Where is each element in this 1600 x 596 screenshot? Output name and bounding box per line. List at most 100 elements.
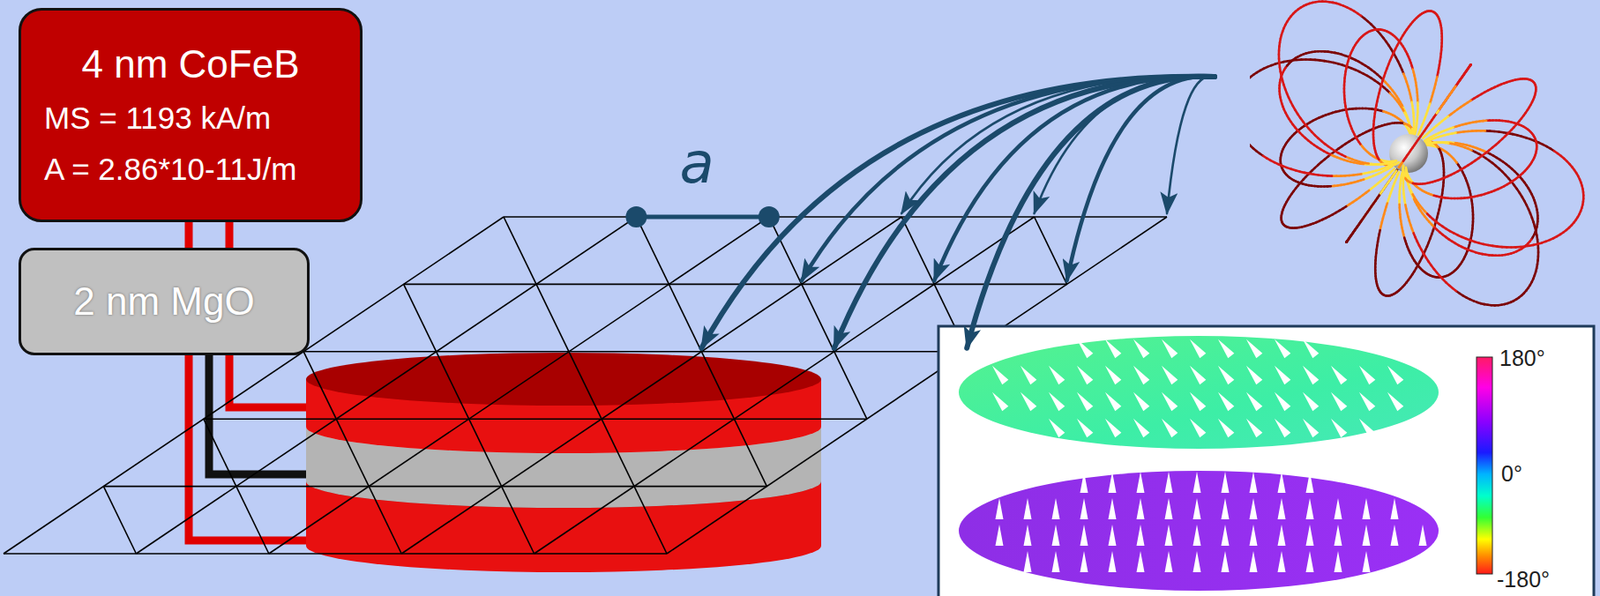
lattice-line [901, 216, 935, 285]
spin-arrow [1274, 418, 1291, 439]
lattice-line [1034, 216, 1068, 285]
spin-arrow [1362, 524, 1371, 546]
bond-line [635, 215, 769, 220]
material-parameter: MS = 1193 kA/m [44, 92, 271, 144]
field-line [1263, 156, 1267, 159]
spin-arrow [1080, 471, 1089, 494]
spin-arrow [1105, 418, 1122, 439]
lattice-line [3, 216, 504, 554]
field-line [1402, 121, 1405, 124]
spin-arrow [1136, 498, 1145, 520]
spin-arrow [1221, 551, 1230, 573]
field-line [1418, 132, 1420, 135]
material-name: 4 nm CoFeB [82, 36, 300, 93]
spin-arrow [1108, 498, 1117, 520]
spin-arrow [1133, 392, 1150, 412]
spin-arrow [1105, 366, 1122, 386]
field-line [1467, 65, 1471, 69]
top-layer-magnetization [958, 336, 1439, 449]
spin-arrow [1302, 339, 1319, 359]
interaction-arrow [834, 76, 1215, 349]
spin-arrow [1249, 498, 1258, 520]
field-line [1408, 126, 1412, 129]
lattice-line [269, 216, 770, 554]
spin-arrow [1221, 524, 1230, 546]
field-line [1340, 183, 1345, 187]
lattice-constant-marker [625, 206, 779, 228]
spin-arrow [1330, 366, 1347, 386]
inset-frame [938, 326, 1594, 596]
spin-arrow [1052, 498, 1061, 520]
lattice-line [834, 351, 868, 419]
interaction-arrow [801, 76, 1215, 282]
inset-panel [938, 326, 1594, 596]
field-line [1345, 239, 1349, 243]
field-line [1400, 224, 1404, 229]
field-line [1450, 89, 1453, 93]
lattice-line [103, 486, 136, 554]
spin-arrow [1334, 551, 1343, 573]
spin-arrow [995, 524, 1004, 546]
spin-arrow [1274, 366, 1291, 386]
field-line [1420, 134, 1423, 136]
spin-arrow [1306, 524, 1315, 546]
interaction-arrow [701, 76, 1215, 349]
spin-arrow [1048, 418, 1065, 439]
spin-arrow [1193, 471, 1202, 494]
spin-arrow [1161, 418, 1178, 439]
spin-arrow [1020, 366, 1037, 386]
spin-arrow [1133, 339, 1150, 359]
lattice-line [403, 284, 437, 352]
spin-arrow [1080, 498, 1089, 520]
domain-ellipse [958, 471, 1439, 591]
field-line [1357, 13, 1361, 16]
spin-arrow [1246, 392, 1263, 412]
field-line [1529, 239, 1532, 242]
field-line [1398, 165, 1401, 169]
spin-arrow [1105, 339, 1122, 359]
spin-arrow [1136, 524, 1145, 546]
interaction-arrow [1067, 76, 1215, 282]
lattice-line [536, 284, 569, 352]
lattice-line [403, 284, 1068, 286]
field-line [1399, 163, 1403, 166]
spin-arrow [1218, 366, 1234, 386]
spin-arrow [1302, 418, 1319, 439]
field-line [1429, 120, 1432, 124]
lattice-line [635, 216, 669, 285]
spin-arrow [1108, 551, 1117, 573]
lattice-line [801, 284, 835, 352]
spin-arrow [1330, 392, 1347, 412]
spin-arrow [1334, 524, 1343, 546]
spin-arrow [1076, 392, 1093, 412]
spin-arrow [1048, 366, 1065, 386]
spin-arrow [1165, 498, 1174, 520]
spin-arrow [1306, 471, 1315, 494]
spin-arrow [1249, 524, 1258, 546]
bottom-layer-magnetization [958, 471, 1439, 591]
spin-arrow [1193, 524, 1202, 546]
spin-arrow [1020, 392, 1037, 412]
spin-arrow [1278, 524, 1286, 546]
field-line [1403, 159, 1406, 162]
spin-arrow [1362, 551, 1371, 573]
spin-arrow [1278, 498, 1286, 520]
lattice-line [303, 351, 337, 419]
field-line [1434, 84, 1436, 89]
spin-arrow [1189, 418, 1206, 439]
field-line [1476, 119, 1481, 123]
lattice-line [303, 351, 967, 353]
lattice-line [368, 486, 402, 554]
spin-arrow [1076, 418, 1093, 439]
field-line [1398, 164, 1401, 168]
spin-arrow [1218, 392, 1234, 412]
spin-arrow [1390, 498, 1399, 520]
spin-arrow [1306, 551, 1315, 573]
interaction-arrow [1166, 75, 1215, 214]
field-line [1249, 142, 1251, 146]
lattice-line [503, 216, 537, 285]
field-line [1422, 135, 1425, 138]
spin-arrow [1193, 498, 1202, 520]
field-line [1436, 111, 1439, 114]
spin-arrow [1165, 551, 1174, 573]
